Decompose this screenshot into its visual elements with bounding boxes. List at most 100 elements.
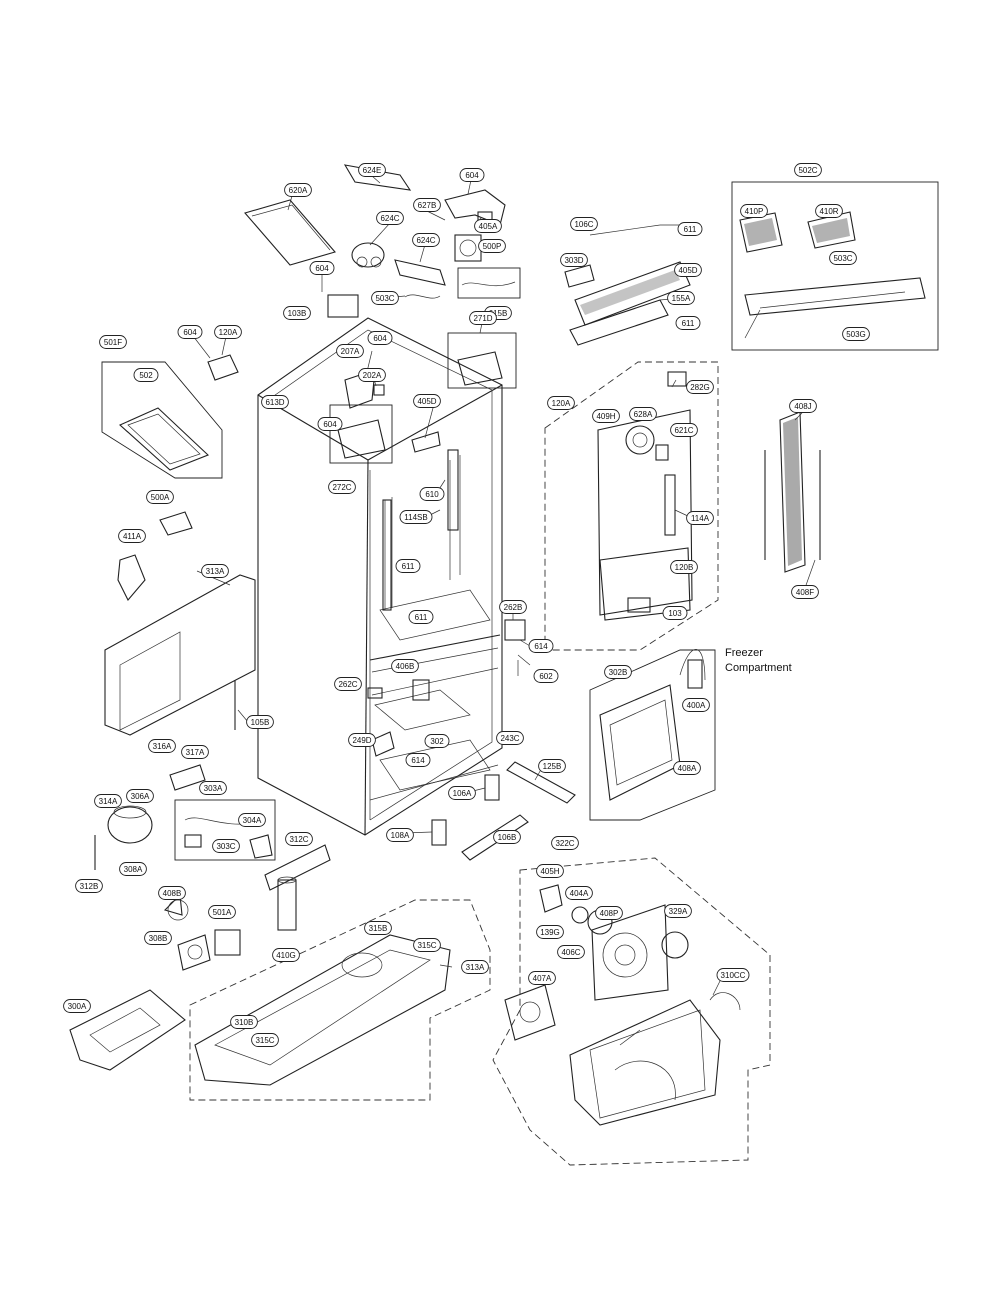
callout-pill — [829, 251, 857, 265]
callout-label: 408A — [673, 761, 701, 775]
callout-label: 411A — [118, 529, 146, 543]
callout-pill — [328, 480, 356, 494]
callout-label: 405D — [413, 394, 441, 408]
callout-pill — [376, 211, 404, 225]
callout-pill — [716, 968, 750, 982]
callout-text: 621C — [674, 426, 693, 435]
callout-pill — [358, 163, 386, 177]
callout-pill — [789, 399, 817, 413]
callout-pill — [391, 659, 419, 673]
callout-pill — [144, 931, 172, 945]
callout-text: 611 — [682, 319, 695, 328]
callout-text: 103 — [668, 609, 682, 618]
callout-label: 308B — [144, 931, 172, 945]
callout-label: 624C — [412, 233, 440, 247]
callout-label: 501A — [208, 905, 236, 919]
callout-text: 303D — [564, 256, 583, 265]
callout-label: 271D — [469, 311, 497, 325]
callout-label: 313A — [461, 960, 489, 974]
callout-label: 604 — [317, 417, 343, 431]
callout-label: 408J — [789, 399, 817, 413]
callout-label: 303D — [560, 253, 588, 267]
callout-text: 303A — [204, 784, 223, 793]
callout-text: 615B — [489, 309, 508, 318]
callout-text: 408J — [794, 402, 811, 411]
callout-text: 408A — [678, 764, 697, 773]
callout-pill — [246, 715, 274, 729]
callout-label: 312B — [75, 879, 103, 893]
callout-text: 306A — [131, 792, 150, 801]
callout-pill — [99, 335, 127, 349]
callout-pill — [604, 665, 632, 679]
callout-text: 120B — [675, 563, 694, 572]
callout-text: 155A — [672, 294, 691, 303]
callout-label: 322C — [551, 836, 579, 850]
callout-label: 315C — [413, 938, 441, 952]
callout-pill — [63, 999, 91, 1013]
cover-box — [101, 361, 223, 479]
callout-text: 405D — [417, 397, 436, 406]
callout-label: 103 — [662, 606, 688, 620]
callout-pill — [675, 316, 701, 330]
callout-text: 406C — [561, 948, 580, 957]
callout-text: 628A — [634, 410, 653, 419]
callout-label: 315B — [364, 921, 392, 935]
callout-text: 314A — [99, 797, 118, 806]
callout-text: 310CC — [721, 971, 746, 980]
callout-label: 303A — [199, 781, 227, 795]
callout-pill — [499, 600, 527, 614]
callout-pill — [667, 291, 695, 305]
callout-label: 406C — [557, 945, 585, 959]
callout-label: 120A — [214, 325, 242, 339]
callout-label: 105B — [246, 715, 274, 729]
callout-pill — [448, 786, 476, 800]
callout-pill — [399, 510, 433, 524]
callout-label: 409H — [592, 409, 620, 423]
callout-text: 408B — [163, 889, 182, 898]
callout-text: 302B — [609, 668, 628, 677]
callout-text: 627B — [418, 201, 437, 210]
callout-text: 114A — [691, 514, 710, 523]
callout-label: 611 — [408, 610, 434, 624]
callout-label: 627B — [413, 198, 441, 212]
callout-label: 405H — [536, 864, 564, 878]
callout-pill — [285, 832, 313, 846]
callout-label: 315C — [251, 1033, 279, 1047]
callout-label: 282G — [686, 380, 714, 394]
callout-text: 610 — [425, 490, 439, 499]
callout-text: 303C — [216, 842, 235, 851]
callout-label: 329A — [664, 904, 692, 918]
callout-label: 114SB — [399, 510, 433, 524]
callout-label: 114A — [686, 511, 714, 525]
callout-label: 302 — [424, 734, 450, 748]
callout-text: 410P — [745, 207, 764, 216]
callout-label: 410R — [815, 204, 843, 218]
callout-label: 614 — [405, 753, 431, 767]
callout-text: 302 — [430, 737, 444, 746]
callout-text: 125B — [543, 762, 562, 771]
callout-label: 125B — [538, 759, 566, 773]
callout-text: 501A — [213, 908, 232, 917]
callout-pill — [230, 1015, 258, 1029]
callout-pill — [474, 219, 502, 233]
callout-label: 202A — [358, 368, 386, 382]
callout-pill — [551, 836, 579, 850]
callout-text: 308B — [149, 934, 168, 943]
callout-pill — [348, 733, 376, 747]
callout-label: 272C — [328, 480, 356, 494]
callout-label: 503G — [842, 327, 870, 341]
callout-label: 308A — [119, 862, 147, 876]
callout-pill — [536, 864, 564, 878]
callout-pill — [358, 368, 386, 382]
callout-pill — [670, 560, 698, 574]
callout-pill — [478, 239, 506, 253]
callout-text: 611 — [415, 613, 428, 622]
callout-pill — [740, 204, 768, 218]
callout-label: 249D — [348, 733, 376, 747]
callout-label: 302B — [604, 665, 632, 679]
callout-pill — [309, 261, 335, 275]
machine-compartment-group — [189, 899, 491, 1101]
callout-label: 106B — [493, 830, 521, 844]
callout-text: 310B — [235, 1018, 254, 1027]
callout-text: 329A — [669, 907, 688, 916]
